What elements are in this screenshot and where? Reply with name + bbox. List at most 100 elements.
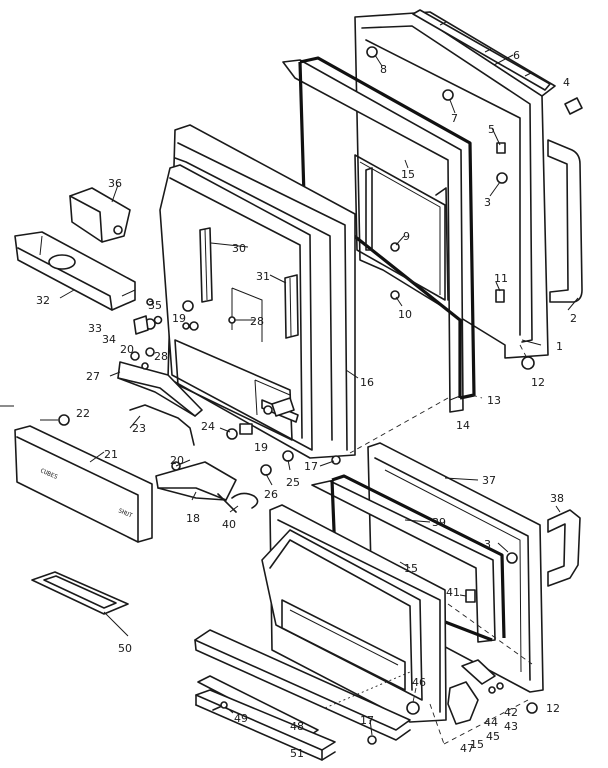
part-18-actuator	[155, 461, 237, 513]
callout-4: 4	[563, 76, 570, 89]
part-38-handle-lower	[547, 509, 581, 587]
callout-28-upper: 28	[250, 315, 264, 328]
alignment-lines-lower	[324, 603, 533, 745]
part-10-screw	[390, 290, 400, 300]
top-handle-strip	[412, 9, 551, 91]
callout-25: 25	[286, 476, 300, 489]
part-23-wire	[129, 404, 195, 446]
part-32-housing	[14, 231, 136, 311]
part-11-clip	[495, 289, 505, 303]
callout-45: 45	[486, 730, 500, 743]
part-7-hinge-pin	[442, 89, 454, 101]
part-31-bracket	[284, 274, 299, 339]
callout-47: 47	[460, 742, 474, 755]
callout-3-upper: 3	[484, 196, 491, 209]
callout-49: 49	[234, 712, 248, 725]
callout-34: 34	[102, 333, 116, 346]
callout-11: 11	[494, 272, 508, 285]
callout-18: 18	[186, 512, 200, 525]
part-49-screw	[212, 701, 228, 711]
callout-26: 26	[264, 488, 278, 501]
part-17-screw-lower	[367, 735, 377, 745]
callout-38: 38	[550, 492, 564, 505]
part-3-screw-lower	[506, 552, 518, 564]
callout-24: 24	[201, 420, 215, 433]
callout-21: 21	[104, 448, 118, 461]
part-4-screw	[564, 97, 583, 115]
callout-17-lower: 17	[360, 714, 374, 727]
part-13-gasket	[298, 56, 476, 400]
callout-5: 5	[488, 123, 495, 136]
dispenser-fittings	[133, 298, 163, 335]
part-37-lower-door	[367, 442, 544, 693]
part-8-screw	[366, 46, 378, 58]
part-16-inner-liner	[159, 124, 356, 459]
part-22-screw	[58, 414, 70, 426]
part-27-bracket	[117, 347, 203, 417]
callout-23: 23	[132, 422, 146, 435]
part-40-spring	[231, 492, 259, 509]
callout-10: 10	[398, 308, 412, 321]
callout-19-lower: 19	[254, 441, 268, 454]
callout-labels: 1 2 3 3 4 5 6 7 8 9 10 11 12 12 13 14 15…	[36, 49, 577, 760]
part-21-front-panel: CUBES SHUT	[14, 425, 153, 543]
part-15-liner-upper	[282, 59, 464, 413]
callout-32: 32	[36, 294, 50, 307]
small-hardware-middle	[182, 300, 341, 476]
callout-37: 37	[482, 474, 496, 487]
part-2-side-handle	[547, 139, 583, 303]
callout-2: 2	[570, 312, 577, 325]
callout-30: 30	[232, 242, 246, 255]
callout-31: 31	[256, 270, 270, 283]
callout-28-lower: 28	[154, 350, 168, 363]
part-30-strip	[199, 227, 213, 303]
callout-44: 44	[484, 716, 498, 729]
callout-6: 6	[513, 49, 520, 62]
lower-hinge-parts	[447, 659, 538, 725]
part-41-stop	[465, 589, 476, 603]
callout-42: 42	[504, 706, 518, 719]
part-5-stop	[496, 142, 506, 154]
callout-27: 27	[86, 370, 100, 383]
callout-40: 40	[222, 518, 236, 531]
callout-3-lower: 3	[484, 538, 491, 551]
part-9-screw	[390, 242, 400, 252]
callout-20-lower: 20	[170, 454, 184, 467]
callout-33: 33	[88, 322, 102, 335]
callout-13: 13	[487, 394, 501, 407]
callout-7: 7	[451, 112, 458, 125]
part-46-bushing	[406, 687, 420, 715]
part-51-bottom-rail	[195, 689, 336, 761]
callout-9: 9	[403, 230, 410, 243]
part-36-cover	[69, 187, 131, 243]
callout-14: 14	[456, 419, 470, 432]
lower-inner-liner	[261, 504, 447, 723]
callout-20-upper: 20	[120, 343, 134, 356]
callout-15-hinge: 15	[470, 738, 484, 751]
callout-19-upper: 19	[172, 312, 186, 325]
callout-15-lower: 15	[404, 562, 418, 575]
small-hardware-upper	[366, 46, 583, 370]
part-3-screw	[496, 172, 508, 184]
upper-panel-inner	[354, 154, 449, 301]
callout-51: 51	[290, 747, 304, 760]
callout-17-upper: 17	[304, 460, 318, 473]
part-50-gasket-frame	[31, 571, 129, 615]
callout-46: 46	[412, 676, 426, 689]
part-15-liner-lower	[311, 480, 496, 643]
callout-22: 22	[76, 407, 90, 420]
callout-35: 35	[148, 299, 162, 312]
callout-15-upper: 15	[401, 168, 415, 181]
callout-1: 1	[556, 340, 563, 353]
alignment-lines-upper	[349, 344, 529, 454]
callout-48: 48	[290, 720, 304, 733]
callout-12-lower: 12	[546, 702, 560, 715]
callout-39: 39	[432, 516, 446, 529]
callout-36: 36	[108, 177, 122, 190]
part-12-hinge-upper	[521, 356, 535, 370]
leader-lines	[40, 54, 579, 736]
callout-50: 50	[118, 642, 132, 655]
callout-8: 8	[380, 63, 387, 76]
